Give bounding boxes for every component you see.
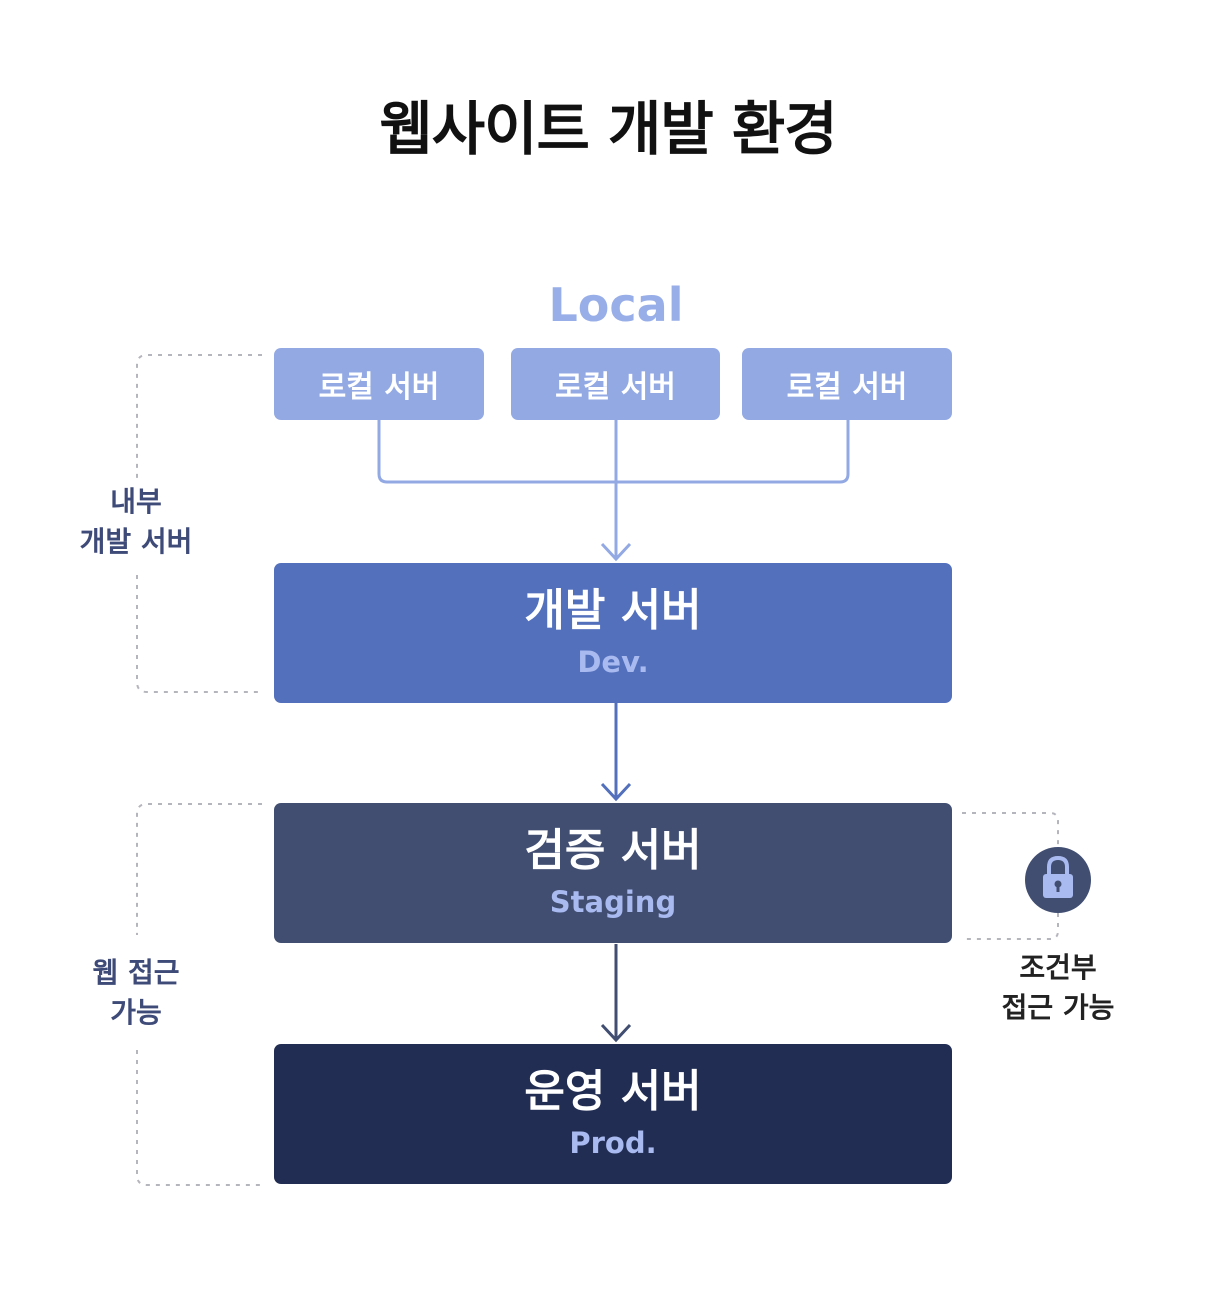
staging-server-name: 검증 서버 bbox=[524, 825, 702, 876]
staging-server-sub: Staging bbox=[549, 885, 677, 919]
dev-server-box: 개발 서버 Dev. bbox=[274, 563, 952, 703]
prod-server-name: 운영 서버 bbox=[524, 1066, 702, 1117]
conditional-access-label: 조건부 접근 가능 bbox=[976, 948, 1140, 1028]
prod-server-box: 운영 서버 Prod. bbox=[274, 1044, 952, 1184]
local-server-1: 로컬 서버 bbox=[274, 348, 484, 420]
prod-server-sub: Prod. bbox=[569, 1126, 657, 1160]
conditional-bracket-bottom bbox=[962, 913, 1059, 940]
staging-server-box: 검증 서버 Staging bbox=[274, 803, 952, 943]
internal-dev-label: 내부 개발 서버 bbox=[56, 482, 216, 562]
local-label: Local bbox=[548, 278, 684, 332]
staging-to-prod-arrowhead bbox=[600, 1023, 632, 1043]
page-title: 웹사이트 개발 환경 bbox=[379, 95, 837, 163]
dev-server-sub: Dev. bbox=[577, 645, 649, 679]
local-server-2: 로컬 서버 bbox=[511, 348, 720, 420]
internal-bracket-top bbox=[136, 354, 262, 480]
lock-icon bbox=[1025, 847, 1091, 913]
web-bracket-bottom bbox=[136, 1050, 262, 1186]
conditional-bracket-top bbox=[962, 812, 1059, 848]
conditional-access-label-line2: 접근 가능 bbox=[1001, 991, 1115, 1024]
web-access-label-line1: 웹 접근 bbox=[92, 956, 180, 989]
local-merge-connector bbox=[377, 420, 850, 484]
internal-dev-label-line2: 개발 서버 bbox=[79, 525, 193, 558]
internal-bracket-bottom bbox=[136, 575, 262, 693]
dev-server-name: 개발 서버 bbox=[524, 585, 702, 636]
dev-to-staging-arrowhead bbox=[600, 782, 632, 802]
web-bracket-top bbox=[136, 803, 262, 935]
web-access-label: 웹 접근 가능 bbox=[56, 953, 216, 1033]
local-server-3: 로컬 서버 bbox=[742, 348, 952, 420]
conditional-access-label-line1: 조건부 bbox=[1019, 951, 1097, 984]
local-to-dev-arrowhead bbox=[600, 542, 632, 562]
web-access-label-line2: 가능 bbox=[110, 996, 162, 1029]
internal-dev-label-line1: 내부 bbox=[110, 485, 162, 518]
